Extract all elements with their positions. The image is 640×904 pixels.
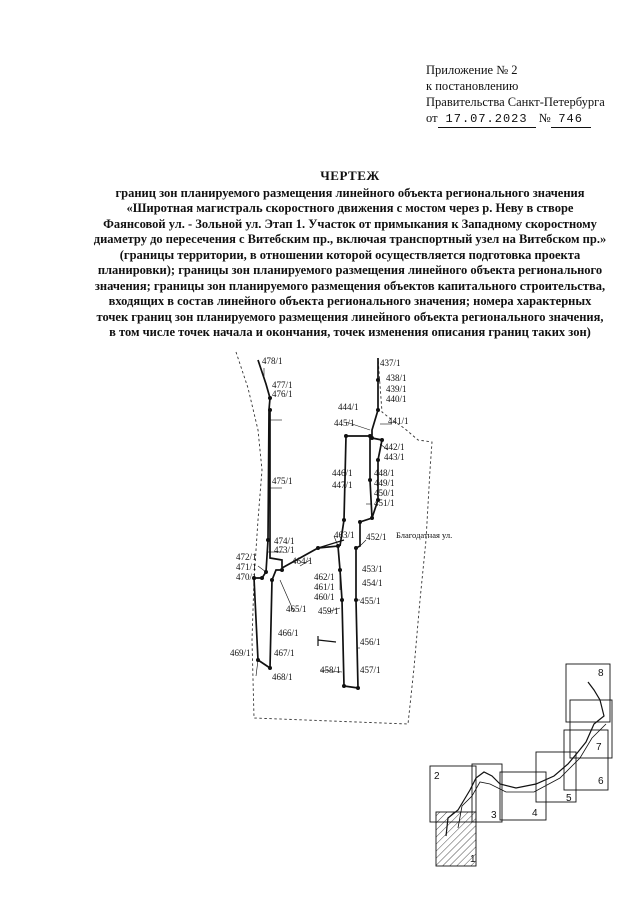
annex-line-1: Приложение № 2	[426, 63, 518, 77]
point-label: 445/1	[334, 418, 355, 428]
point-label: 449/1	[374, 478, 395, 488]
leader-lines	[255, 368, 392, 677]
date-prefix: от	[426, 111, 438, 125]
point-label: 452/1	[366, 532, 387, 542]
zone-central-link	[317, 539, 345, 549]
sheet-number: 6	[598, 776, 604, 787]
point-label: 451/1	[374, 498, 395, 508]
point-label: 462/1	[314, 572, 335, 582]
heading-line-8: входящих в состав линейного объекта реги…	[108, 294, 592, 308]
point-label: 442/1	[384, 442, 405, 452]
sheet-number: 8	[598, 668, 604, 679]
sheet-6-frame	[563, 729, 609, 791]
sheet-4-frame	[499, 771, 547, 821]
point-label: 457/1	[360, 665, 381, 675]
heading-line-7: значения; границы зон планируемого разме…	[94, 278, 606, 293]
point-label: 463/1	[334, 530, 355, 540]
point-label: 474/1	[274, 536, 295, 546]
point-label: 458/1	[320, 665, 341, 675]
drawing-title: ЧЕРТЕЖ	[320, 168, 380, 183]
point-label: 454/1	[362, 578, 383, 588]
point-label: 443/1	[384, 452, 405, 462]
point-label: 441/1	[388, 416, 409, 426]
decree-number: 746	[550, 111, 591, 128]
point-label: 468/1	[272, 672, 293, 682]
point-label: 446/1	[332, 468, 353, 478]
point-label: 459/1	[318, 606, 339, 616]
point-label: 475/1	[272, 476, 293, 486]
heading-line-3: Фаянсовой ул. - Зольной ул. Этап 1. Учас…	[103, 216, 597, 231]
sheet-number: 1	[470, 854, 476, 865]
sheet-2-frame	[429, 765, 477, 823]
point-label: 437/1	[380, 358, 401, 368]
point-label: 439/1	[386, 384, 407, 394]
point-label: 471/1	[236, 562, 257, 572]
point-label: 455/1	[360, 596, 381, 606]
heading-line-1: границ зон планируемого размещения линей…	[115, 185, 585, 200]
index-route-line	[445, 681, 605, 837]
point-label: 460/1	[314, 592, 335, 602]
point-label: 478/1	[262, 356, 283, 366]
drawing-heading: ЧЕРТЕЖ границ зон планируемого размещени…	[80, 168, 620, 341]
sheet-number: 7	[596, 742, 602, 753]
detached-segment	[317, 636, 337, 646]
heading-line-2: «Широтная магистраль скоростного движени…	[126, 201, 574, 215]
heading-line-5: (границы территории, в отношении которой…	[119, 247, 581, 262]
number-prefix: №	[538, 111, 551, 125]
sheet-7-frame	[569, 699, 613, 759]
annex-block: Приложение № 2 к постановлению Правитель…	[426, 62, 605, 128]
point-label: 438/1	[386, 373, 407, 383]
sheet-8-frame	[565, 663, 611, 723]
point-label: 464/1	[292, 556, 313, 566]
point-label: 456/1	[360, 637, 381, 647]
point-label: 440/1	[386, 394, 407, 404]
annex-line-3: Правительства Санкт-Петербурга	[426, 95, 605, 109]
heading-line-9: точек границ зон планируемого размещения…	[96, 309, 604, 324]
street-label: Благодатная ул.	[396, 530, 452, 540]
territory-boundary	[235, 351, 433, 725]
point-label: 461/1	[314, 582, 335, 592]
sheet-5-frame	[535, 751, 577, 803]
point-label: 467/1	[274, 648, 295, 658]
point-label: 447/1	[332, 480, 353, 490]
annex-line-2: к постановлению	[426, 79, 519, 93]
point-label: 444/1	[338, 402, 359, 412]
heading-line-4: диаметру до пересечения с Витебским пр.,…	[93, 232, 607, 246]
index-route-outline	[457, 723, 607, 829]
decree-date: 17.07.2023	[437, 111, 536, 128]
point-label: 466/1	[278, 628, 299, 638]
point-label: 477/1	[272, 380, 293, 390]
point-label: 470/1	[236, 572, 257, 582]
point-labels: 478/1 477/1 476/1 475/1 474/1 473/1 472/…	[230, 356, 409, 682]
index-map: 1 2 3 4 5 6 7 8	[429, 663, 613, 867]
point-label: 472/1	[236, 552, 257, 562]
heading-line-10: в том числе точек начала и окончания, то…	[109, 325, 591, 339]
sheet-number: 5	[566, 793, 572, 804]
sheet-number: 4	[532, 808, 538, 819]
point-label: 453/1	[362, 564, 383, 574]
point-label: 476/1	[272, 389, 293, 399]
heading-line-6: планировки); границы зон планируемого ра…	[97, 263, 603, 277]
zone-west	[253, 359, 283, 670]
point-label: 469/1	[230, 648, 251, 658]
sheet-number: 3	[491, 810, 497, 821]
point-label: 473/1	[274, 545, 295, 555]
point-label: 465/1	[286, 604, 307, 614]
sheet-3-frame	[471, 763, 503, 823]
point-label: 448/1	[374, 468, 395, 478]
point-label: 450/1	[374, 488, 395, 498]
sheet-number: 2	[434, 771, 440, 782]
